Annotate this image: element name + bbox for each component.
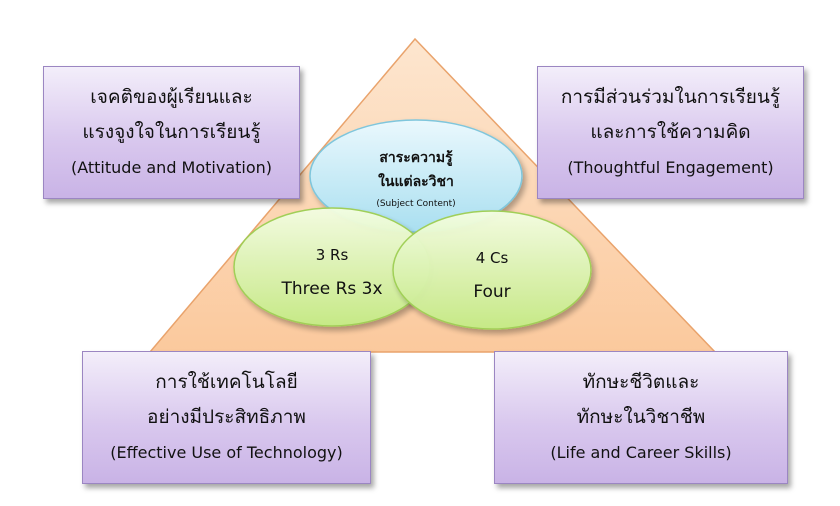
subject-content-english: (Subject Content) [376, 199, 456, 209]
four-cs-line2: Four [473, 282, 511, 302]
life-career-skills-line1: ทักษะชีวิตและ [582, 371, 700, 393]
subject-content-text: สาระความรู้ ในแต่ละวิชา (Subject Content… [330, 146, 502, 214]
attitude-motivation-line2: แรงจูงใจในการเรียนรู้ [82, 121, 261, 143]
effective-technology-english: (Effective Use of Technology) [110, 443, 343, 462]
attitude-motivation-box: เจคติของผู้เรียนและ แรงจูงใจในการเรียนรู… [43, 66, 300, 199]
effective-technology-box: การใช้เทคโนโลยี อย่างมีประสิทธิภาพ (Effe… [82, 351, 371, 484]
three-rs-line1: 3 Rs [315, 246, 349, 264]
effective-technology-line2: อย่างมีประสิทธิภาพ [147, 406, 306, 428]
attitude-motivation-english: (Attitude and Motivation) [70, 158, 273, 177]
subject-content-line1: สาระความรู้ [379, 150, 453, 166]
three-rs-text: 3 Rs Three Rs 3x [262, 238, 402, 306]
four-cs-line1: 4 Cs [475, 249, 509, 267]
thoughtful-engagement-line2: และการใช้ความคิด [590, 121, 751, 143]
subject-content-line2: ในแต่ละวิชา [378, 174, 454, 190]
thoughtful-engagement-box: การมีส่วนร่วมในการเรียนรู้ และการใช้ความ… [537, 66, 804, 199]
thoughtful-engagement-line1: การมีส่วนร่วมในการเรียนรู้ [560, 86, 781, 108]
four-cs-oval [392, 210, 592, 330]
three-rs-line2: Three Rs 3x [281, 279, 383, 299]
attitude-motivation-line1: เจคติของผู้เรียนและ [90, 86, 253, 108]
effective-technology-line1: การใช้เทคโนโลยี [155, 371, 298, 393]
life-career-skills-box: ทักษะชีวิตและ ทักษะในวิชาชีพ (Life and C… [494, 351, 788, 484]
life-career-skills-line2: ทักษะในวิชาชีพ [576, 406, 706, 428]
life-career-skills-english: (Life and Career Skills) [550, 443, 732, 462]
thoughtful-engagement-english: (Thoughtful Engagement) [567, 158, 774, 177]
four-cs-text: 4 Cs Four [432, 241, 552, 309]
